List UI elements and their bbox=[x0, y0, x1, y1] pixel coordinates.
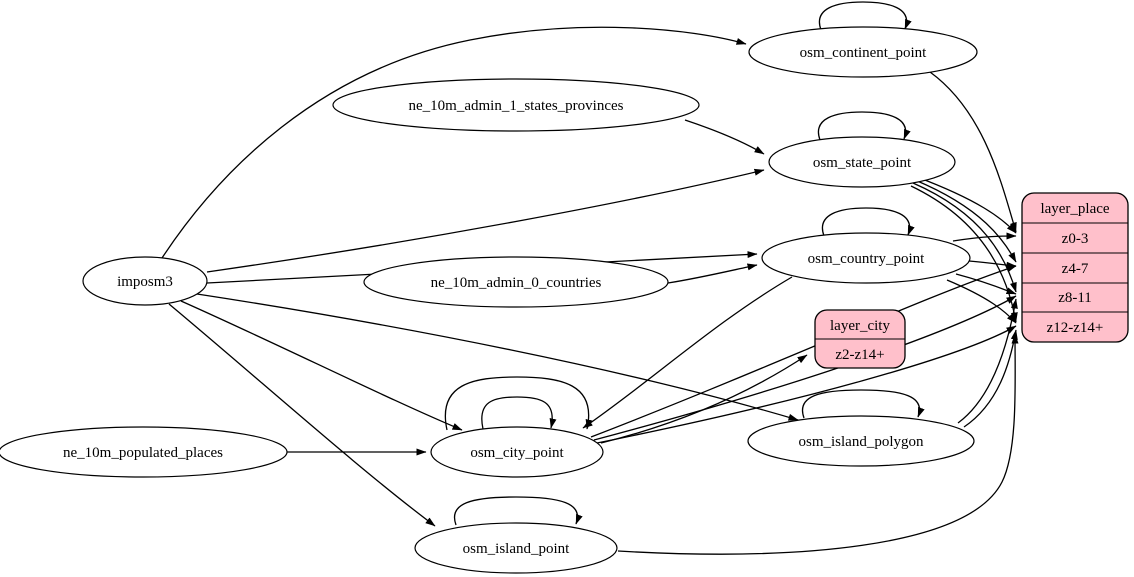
node-osm-island-point: osm_island_point bbox=[414, 522, 618, 574]
edge-imposm3-continent bbox=[161, 26, 747, 259]
edge-state-z0-3 bbox=[916, 176, 1017, 234]
selfloop-state bbox=[817, 111, 911, 141]
edge-continent-z0-3 bbox=[929, 71, 1017, 233]
node-imposm3-label: imposm3 bbox=[117, 274, 173, 290]
edge-city-z12 bbox=[596, 325, 1017, 444]
node-ne-10m-populated-places: ne_10m_populated_places bbox=[0, 426, 288, 478]
record-layer-city: layer_city z2-z14+ bbox=[814, 309, 906, 369]
node-continent-label: osm_continent_point bbox=[800, 45, 927, 61]
edge-city-layer-city bbox=[600, 354, 808, 444]
node-osm-island-polygon: osm_island_polygon bbox=[747, 415, 975, 467]
edge-city-z8-11 bbox=[593, 295, 1017, 441]
node-ne-countries-shape bbox=[363, 256, 669, 308]
record-layer-place-row-z12-z14: z12-z14+ bbox=[1047, 320, 1104, 336]
edge-group bbox=[161, 1, 1019, 555]
node-ne-states-shape bbox=[332, 78, 700, 132]
selfloop-island-point bbox=[453, 496, 583, 526]
node-ne-10m-admin-1-states-provinces: ne_10m_admin_1_states_provinces bbox=[332, 78, 700, 132]
node-osm-state-point: osm_state_point bbox=[768, 136, 956, 188]
record-layer-place-shape bbox=[1021, 192, 1129, 343]
node-ne-states-label: ne_10m_admin_1_states_provinces bbox=[409, 98, 624, 114]
node-state-shape bbox=[768, 136, 956, 188]
node-imposm3-shape bbox=[82, 256, 208, 306]
record-layer-place-title: layer_place bbox=[1040, 201, 1109, 217]
record-layer-city-title: layer_city bbox=[830, 318, 890, 334]
node-osm-continent-point: osm_continent_point bbox=[748, 26, 978, 78]
selfloop-island-polygon bbox=[801, 389, 925, 419]
edge-country-z8-11 bbox=[955, 273, 1017, 295]
edge-country-z4-7 bbox=[968, 260, 1017, 269]
node-ne-places-shape bbox=[0, 426, 288, 478]
node-ne-10m-admin-0-countries: ne_10m_admin_0_countries bbox=[363, 256, 669, 308]
node-island-point-label: osm_island_point bbox=[463, 541, 571, 557]
node-ne-countries-label: ne_10m_admin_0_countries bbox=[431, 275, 602, 291]
node-ne-places-label: ne_10m_populated_places bbox=[63, 445, 223, 461]
edge-country-city bbox=[582, 276, 793, 429]
node-island-point-shape bbox=[414, 522, 618, 574]
node-imposm3: imposm3 bbox=[82, 256, 208, 306]
record-layer-place-row-z4-7: z4-7 bbox=[1062, 261, 1089, 277]
edge-island-polygon-z8-11 bbox=[957, 298, 1018, 424]
selfloop-city-inner bbox=[481, 396, 557, 430]
node-country-label: osm_country_point bbox=[808, 251, 925, 267]
node-osm-city-point: osm_city_point bbox=[430, 426, 604, 478]
edge-island-polygon-z12 bbox=[963, 329, 1018, 428]
record-layer-place: layer_place z0-3 z4-7 z8-11 z12-z14+ bbox=[1021, 192, 1129, 343]
edge-ne-states-state bbox=[684, 119, 765, 155]
edge-state-z4-7 bbox=[914, 179, 1017, 263]
node-continent-shape bbox=[748, 26, 978, 78]
edge-country-z0-3 bbox=[952, 232, 1017, 242]
edge-imposm3-island-polygon bbox=[196, 293, 799, 421]
node-city-label: osm_city_point bbox=[470, 445, 564, 461]
edge-imposm3-city bbox=[180, 300, 463, 431]
record-layer-city-row-z2-z14: z2-z14+ bbox=[835, 347, 884, 363]
node-country-shape bbox=[761, 232, 971, 284]
edge-country-z12 bbox=[946, 279, 1017, 324]
selfloop-city-outer bbox=[444, 376, 593, 431]
node-island-polygon-shape bbox=[747, 415, 975, 467]
node-state-label: osm_state_point bbox=[813, 155, 912, 171]
selfloop-continent bbox=[818, 1, 912, 31]
selfloop-country bbox=[821, 207, 915, 237]
edge-ne-countries-country bbox=[667, 263, 758, 284]
node-island-polygon-label: osm_island_polygon bbox=[798, 434, 924, 450]
edge-imposm3-island-point bbox=[168, 303, 436, 527]
record-layer-place-row-z0-3: z0-3 bbox=[1062, 231, 1089, 247]
edge-state-z8-11 bbox=[912, 182, 1017, 293]
record-layer-place-row-z8-11: z8-11 bbox=[1058, 290, 1092, 306]
node-city-shape bbox=[430, 426, 604, 478]
node-osm-country-point: osm_country_point bbox=[761, 232, 971, 284]
edge-imposm3-state bbox=[206, 168, 765, 273]
edge-island-point-z12 bbox=[617, 333, 1019, 555]
